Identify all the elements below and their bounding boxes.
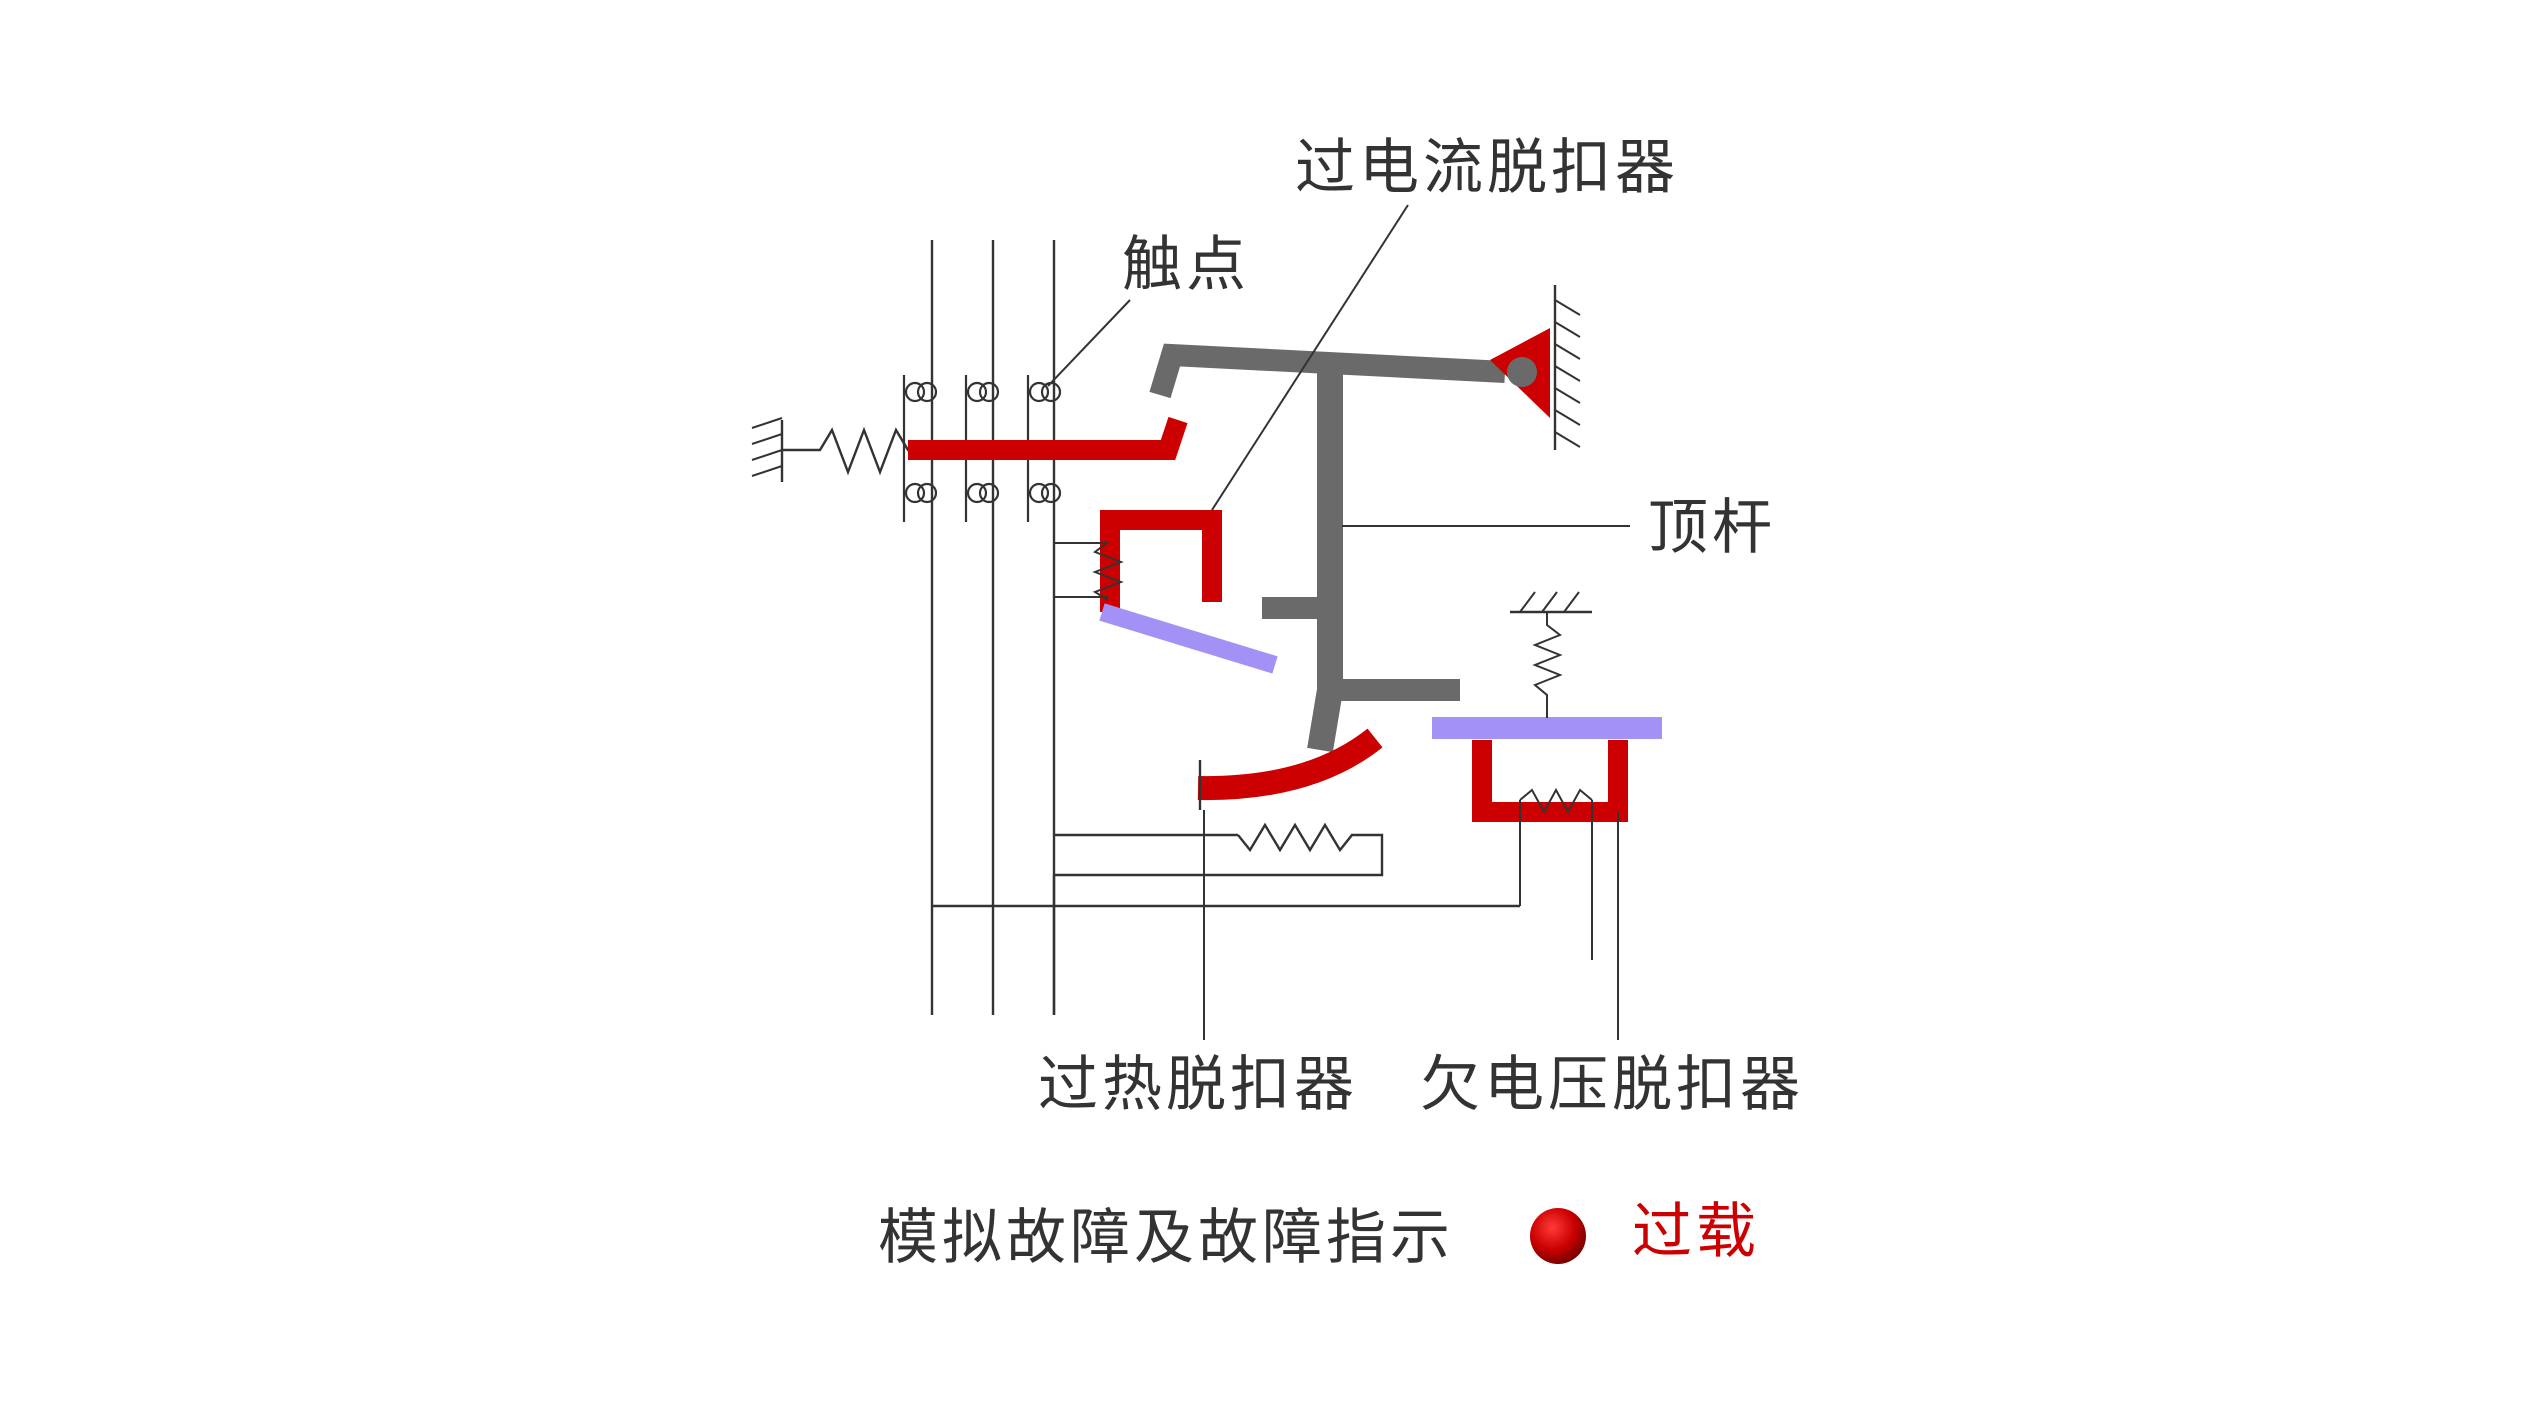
thermal-release [1052,728,1384,1040]
contact-upper-2b [978,381,1000,403]
undervoltage-coil [1519,787,1593,815]
leader-overcurrent [1211,204,1409,511]
overload-indicator-button[interactable] [1530,1208,1586,1264]
push-rod [1307,368,1343,753]
pivot-assembly [1490,285,1581,450]
leader-contact [1047,299,1131,387]
overload-indicator-label[interactable]: 过载 [1632,1197,1760,1267]
undervoltage-core [1472,740,1628,822]
pivot-wall-hatch [1554,299,1581,448]
uv-ground-hatch [1519,591,1580,613]
leader-lines [1047,204,1630,527]
undervoltage-release [932,591,1662,1040]
pivot-pin [1507,357,1537,387]
contact-lower-1b [916,482,938,504]
label-overcurrent-release: 过电流脱扣器 [1295,133,1679,203]
contact-lower-2 [966,482,988,504]
label-contact: 触点 [1122,230,1250,300]
moving-contact-bar [908,416,1188,460]
contact-lower-1 [904,482,926,504]
upper-lever [1149,343,1506,399]
label-push-rod: 顶杆 [1648,493,1776,563]
label-thermal-release: 过热脱扣器 [1038,1050,1358,1120]
contact-upper-2 [966,381,988,403]
contact-upper-3b [1040,381,1062,403]
fault-panel-title: 模拟故障及故障指示 [878,1203,1454,1273]
contact-upper-1b [916,381,938,403]
overcurrent-coil [1092,541,1124,601]
contact-upper-1 [904,381,926,403]
phase-lines [930,240,1056,1015]
label-undervoltage-release: 欠电压脱扣器 [1420,1050,1804,1120]
overcurrent-core [1100,510,1222,612]
heater-element [1054,822,1384,877]
contact-lower-3 [1028,482,1050,504]
contact-lower-2b [978,482,1000,504]
undervoltage-spring [1532,612,1563,718]
left-spring-assembly [751,417,910,482]
contact-upper-3 [1028,381,1050,403]
bimetal-strip [1197,728,1383,801]
push-rod-lever [1149,343,1506,753]
left-spring [782,426,910,476]
overcurrent-armature [1099,603,1278,674]
contact-lower-3b [1040,482,1062,504]
overcurrent-release [1053,510,1278,674]
left-ground-hatch [751,417,783,477]
